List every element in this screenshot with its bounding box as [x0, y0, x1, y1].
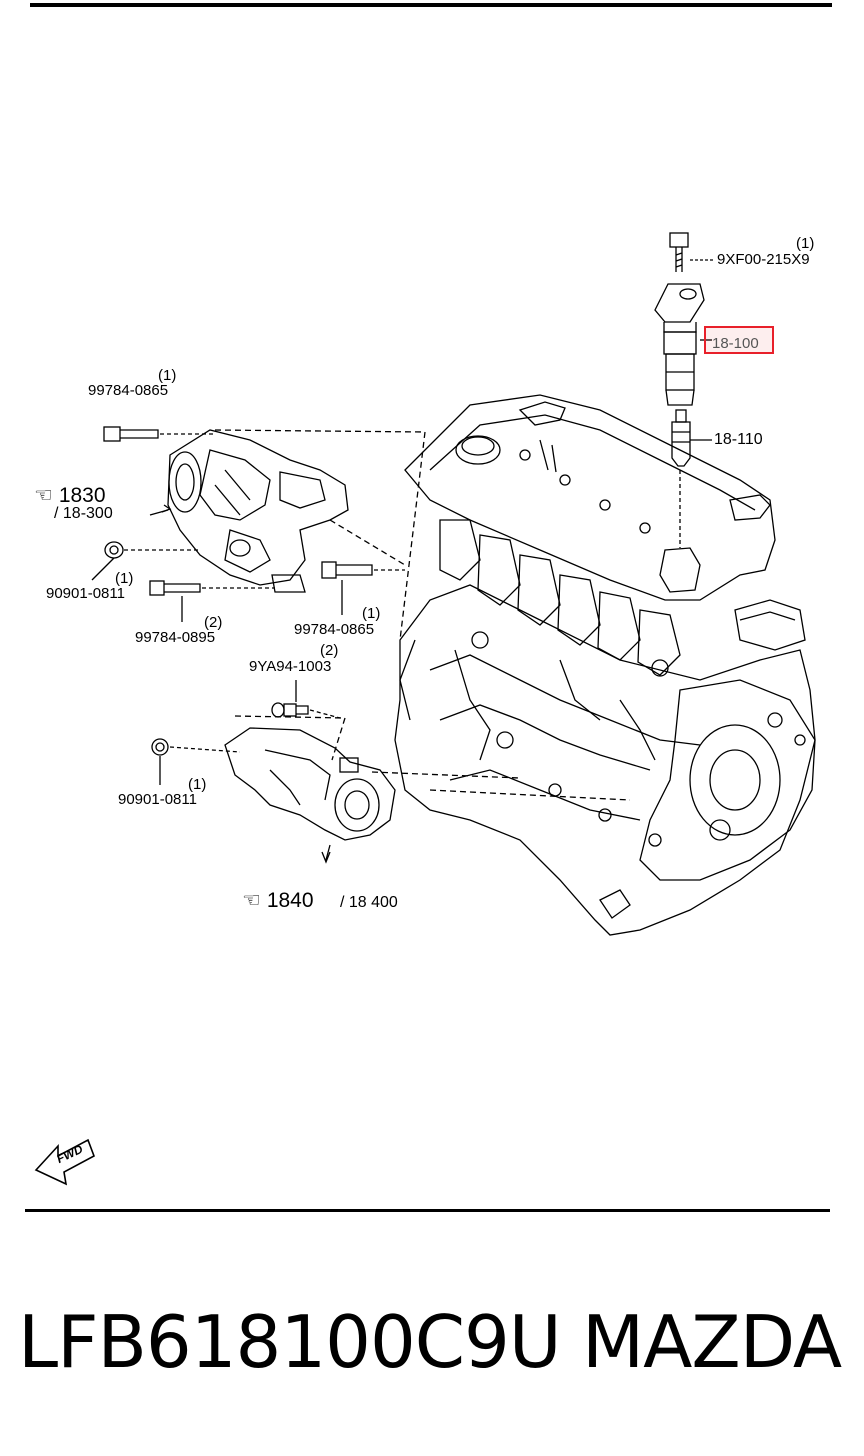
- bottom-rule: [25, 1209, 830, 1212]
- label-nut-bottom: 90901-0811: [118, 791, 197, 808]
- alternator: [149, 429, 349, 593]
- engine-block: [394, 394, 816, 936]
- label-bolt-left-qty: (1): [158, 367, 177, 384]
- alternator-bolt-right: [321, 561, 405, 615]
- label-ref-18400: / 18 400: [340, 894, 398, 911]
- label-bolt-mid: 99784-0895: [135, 629, 216, 646]
- starter-motor: [224, 727, 521, 864]
- label-sensor-qty: (2): [320, 642, 339, 659]
- sensor-bolt: [271, 680, 341, 719]
- label-bolt-top: 9XF00-215X9: [717, 251, 810, 268]
- ref-1830-text: 1830: [58, 484, 106, 507]
- label-coil: 18-100: [712, 335, 759, 352]
- label-bolt-top-qty: (1): [796, 235, 815, 252]
- alternator-bolt-top: [103, 426, 215, 442]
- fwd-arrow-icon: [34, 1138, 95, 1186]
- target-part-highlight: [704, 326, 774, 354]
- label-sensor: 9YA94-1003: [249, 658, 332, 675]
- part-number: LFB618100C9U: [18, 1300, 562, 1384]
- label-ref-1840: ☜1840: [242, 889, 314, 912]
- coil-bolt: [669, 232, 714, 272]
- ref-1840-text: 1840: [266, 889, 314, 912]
- engine-parts-diagram: [34, 232, 816, 1186]
- alternator-nut: [91, 541, 200, 581]
- ignition-coil: [654, 283, 712, 406]
- label-nut-left: 90901-0811: [46, 585, 125, 602]
- label-ref-1830: ☜1830: [34, 484, 106, 507]
- starter-nut: [151, 738, 241, 785]
- label-nut-left-qty: (1): [115, 570, 134, 587]
- label-bolt-mid-qty: (2): [204, 614, 223, 631]
- spark-plug: [671, 409, 712, 548]
- label-bolt-right-qty: (1): [362, 605, 381, 622]
- label-plug: 18-110: [714, 431, 763, 448]
- alternator-bolt-lower: [149, 580, 275, 622]
- label-nut-bottom-qty: (1): [188, 776, 207, 793]
- brand-name: MAZDA: [582, 1300, 842, 1384]
- label-ref-18300: / 18-300: [54, 505, 113, 522]
- label-bolt-right: 99784-0865: [294, 621, 375, 638]
- top-rule: [30, 3, 832, 7]
- label-bolt-left: 99784-0865: [88, 382, 169, 399]
